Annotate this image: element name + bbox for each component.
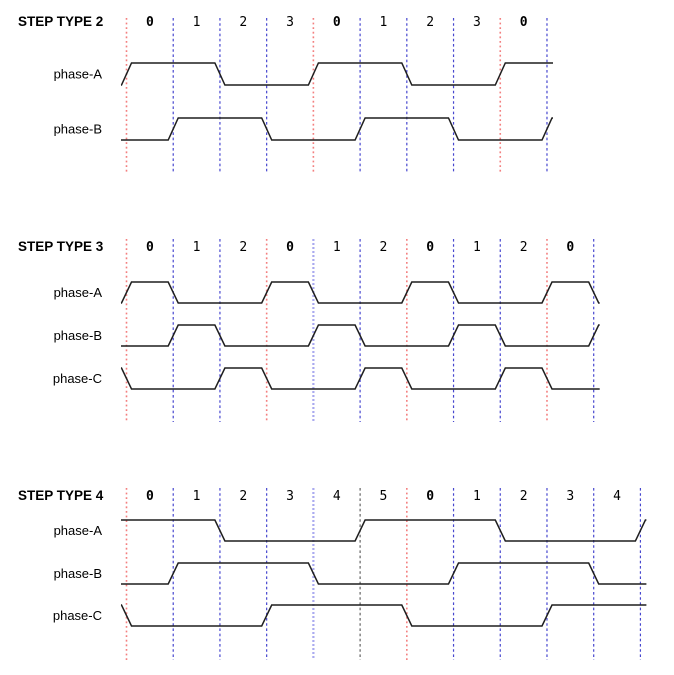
step-number: 1 [473,240,481,255]
step-number: 3 [286,489,294,504]
step-number: 0 [146,240,154,255]
step-number: 0 [426,489,434,504]
step-number: 2 [239,489,247,504]
waveform-trace-a [120,62,553,86]
section-title: STEP TYPE 2 [18,14,103,29]
step-number: 1 [380,15,388,30]
step-number: 0 [286,240,294,255]
phase-label-a: phase-A [54,285,103,300]
step-number: 5 [380,489,388,504]
step-number: 3 [473,15,481,30]
step-number: 2 [520,489,528,504]
phase-label-a: phase-A [54,67,103,82]
waveform-trace-c [120,367,600,390]
step-number: 1 [193,489,201,504]
waveform-trace-b [121,117,553,141]
section-title: STEP TYPE 3 [18,239,104,254]
step-number: 3 [566,489,574,504]
section-title: STEP TYPE 4 [18,488,104,503]
phase-label-b: phase-B [54,328,102,343]
step-number: 1 [473,489,481,504]
step-number: 2 [380,240,388,255]
step-number: 4 [613,489,621,504]
phase-label-b: phase-B [54,566,102,581]
waveform-trace-b [121,562,647,585]
step-number: 1 [193,15,201,30]
step-number: 0 [146,489,154,504]
step-number: 4 [333,489,341,504]
phase-label-a: phase-A [54,523,103,538]
step-number: 0 [566,240,574,255]
step-number: 0 [426,240,434,255]
waveform-trace-c [120,604,647,627]
phase-label-b: phase-B [54,122,102,137]
waveform-trace-a [120,281,600,304]
step-number: 2 [239,15,247,30]
step-number: 1 [333,240,341,255]
step-number: 3 [286,15,294,30]
waveform-trace-a [121,519,647,542]
step-number: 1 [193,240,201,255]
step-number: 0 [333,15,341,30]
waveform-trace-b [121,324,600,347]
step-number: 2 [426,15,434,30]
step-number: 2 [239,240,247,255]
phase-label-c: phase-C [53,608,102,623]
step-number: 0 [520,15,528,30]
step-number: 2 [520,240,528,255]
step-number: 0 [146,15,154,30]
phase-label-c: phase-C [53,371,102,386]
